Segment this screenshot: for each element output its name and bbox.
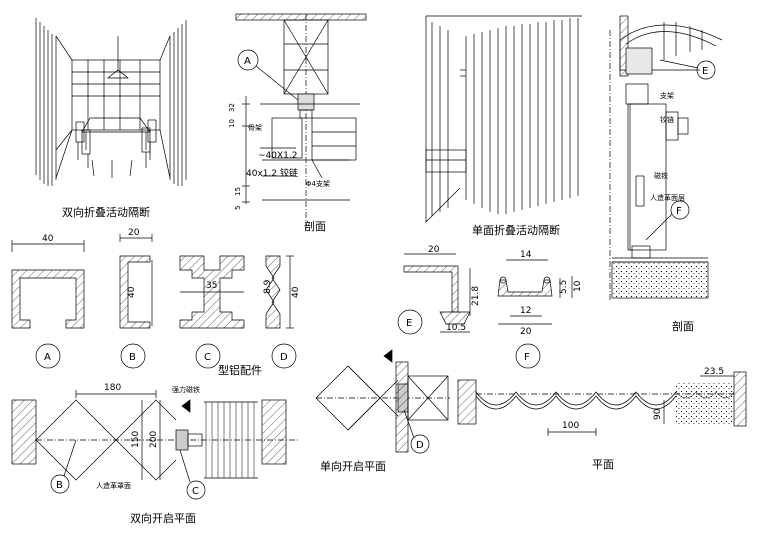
single-plan-labels: D [416, 440, 424, 451]
profile-c-dim: 35 [206, 281, 217, 291]
double-plan-labels: 180 150 200 强力磁铁 人造革罩面 B C [56, 383, 200, 497]
section1-note-frame: 骨架 [248, 124, 262, 132]
profile-d-dim-height: 40 [291, 286, 301, 298]
caption-double-plan: 双向开启平面 [130, 512, 196, 525]
section2-callout-e: E [702, 66, 708, 77]
caption-section-1: 剖面 [304, 220, 326, 233]
profile-b-dim-width: 20 [128, 228, 140, 238]
section2-note-support: 支架 [660, 91, 674, 100]
caption-single-fold: 单面折叠活动隔断 [472, 224, 560, 237]
profile-f-dim-outer: 20 [520, 327, 532, 337]
profile-c-label: C [204, 352, 211, 363]
perspective-single-fold [425, 15, 582, 223]
double-plan-dim-150: 150 [131, 431, 141, 448]
section-2-labels: E F 支架 铰链 磁铁 人造革面层 [650, 66, 708, 217]
profiles-abcd-labels: 40 A 20 40 B 35 C 8.9 40 D [42, 228, 301, 363]
profile-f-label: F [524, 352, 530, 363]
caption-single-plan: 单向开启平面 [320, 460, 386, 473]
profile-d-label: D [280, 352, 288, 363]
caption-profiles: 型铝配件 [218, 364, 262, 377]
double-plan-dim-200: 200 [149, 431, 159, 448]
profile-d [265, 255, 297, 369]
section2-note-leather: 人造革面层 [650, 193, 685, 202]
section1-note-hinge: 40x1.2 铰链 [246, 167, 298, 179]
caption-section-2: 剖面 [672, 320, 694, 333]
section1-callout-a: A [244, 56, 251, 67]
profile-a-label: A [44, 352, 51, 363]
double-plan-callout-b: B [56, 480, 63, 491]
profile-e-dim-height: 21.8 [471, 286, 481, 306]
caption-plan: 平面 [592, 458, 614, 471]
profile-c [179, 255, 245, 369]
profile-f-dim-height: 10 [573, 280, 583, 292]
profile-b-dim-height: 40 [127, 286, 137, 298]
section-1-labels: A 32 10 15 5 骨架 ~40X1.2 40x1.2 铰链 Φ4支架 [228, 56, 330, 210]
profile-e-label: E [406, 318, 412, 329]
single-plan-callout-d: D [416, 440, 424, 451]
profiles-ef-labels: 20 21.8 10.5 E 14 5.5 10 12 20 F [406, 245, 583, 363]
profile-f-dim-top: 14 [520, 250, 532, 260]
section-detail-2 [609, 15, 723, 300]
plan-view [457, 371, 747, 436]
profile-e-dim-width: 20 [428, 245, 440, 255]
double-plan-note-magnet: 强力磁铁 [172, 385, 200, 394]
double-plan-callout-c: C [192, 486, 199, 497]
perspective-double-fold [35, 18, 187, 186]
profile-a [11, 240, 85, 369]
double-plan-dim-180: 180 [104, 383, 121, 393]
profile-e-dim-foot: 10.5 [446, 323, 466, 333]
section1-dim-5: 5 [234, 206, 242, 210]
caption-double-fold: 双向折叠活动隔断 [62, 206, 150, 219]
double-plan [11, 390, 300, 500]
single-plan [315, 349, 450, 454]
profile-f [497, 259, 573, 369]
double-plan-note-leather: 人造革罩面 [96, 481, 131, 490]
profile-b-label: B [129, 352, 136, 363]
section2-note-magnet: 磁铁 [654, 171, 668, 180]
section1-dim-10: 10 [228, 119, 236, 128]
section2-note-hinge: 铰链 [660, 115, 674, 124]
section1-note-plate: ~40X1.2 [258, 151, 297, 161]
section1-dim-32: 32 [228, 103, 236, 112]
section-detail-1 [235, 13, 367, 230]
profile-f-dim-inner: 12 [520, 306, 531, 316]
plan-dim-23-5: 23.5 [704, 367, 724, 377]
profile-a-dim: 40 [42, 234, 54, 244]
profile-e [397, 253, 471, 335]
profile-f-dim-small: 5.5 [559, 280, 569, 294]
plan-labels: 100 90 23.5 [562, 367, 724, 431]
section1-note-bracket: Φ4支架 [306, 179, 330, 188]
profile-d-dim-depth: 8.9 [263, 279, 273, 294]
plan-dim-90: 90 [653, 408, 663, 420]
profile-b [119, 234, 153, 369]
plan-dim-100: 100 [562, 421, 579, 431]
section1-dim-15: 15 [234, 187, 242, 196]
section2-callout-f: F [676, 206, 682, 217]
